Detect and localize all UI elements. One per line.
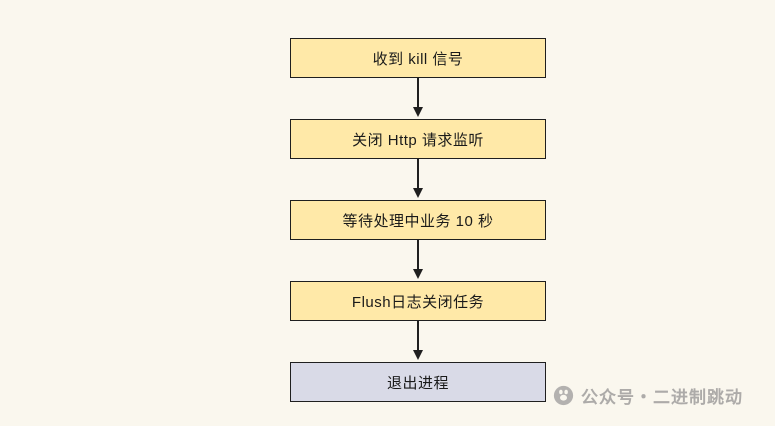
arrow-head-icon [413, 350, 423, 360]
watermark-text: 公众号・二进制跳动 [581, 388, 743, 407]
flowchart: 收到 kill 信号 关闭 Http 请求监听 等待处理中业务 10 秒 Flu… [290, 38, 546, 402]
down-arrow [413, 321, 423, 362]
flow-node-wait-inflight-business: 等待处理中业务 10 秒 [290, 200, 546, 240]
flow-node-receive-kill-signal: 收到 kill 信号 [290, 38, 546, 78]
node-label: 收到 kill 信号 [372, 50, 464, 68]
node-label: 关闭 Http 请求监听 [352, 131, 484, 149]
arrow-head-icon [413, 269, 423, 279]
down-arrow [413, 159, 423, 200]
flow-node-flush-logs-close-tasks: Flush日志关闭任务 [290, 281, 546, 321]
arrow-line [417, 240, 419, 270]
arrow-head-icon [413, 188, 423, 198]
node-label: 退出进程 [386, 374, 449, 392]
arrow-line [417, 159, 419, 189]
down-arrow [413, 78, 423, 119]
watermark: 公众号・二进制跳动 [553, 383, 743, 408]
arrow-line [417, 78, 419, 108]
arrow-head-icon [413, 107, 423, 117]
node-label: Flush日志关闭任务 [351, 293, 485, 311]
arrow-line [417, 321, 419, 351]
node-label: 等待处理中业务 10 秒 [342, 212, 494, 230]
watermark-logo-icon [553, 385, 574, 406]
flow-node-exit-process: 退出进程 [290, 362, 546, 402]
flow-node-close-http-listener: 关闭 Http 请求监听 [290, 119, 546, 159]
down-arrow [413, 240, 423, 281]
